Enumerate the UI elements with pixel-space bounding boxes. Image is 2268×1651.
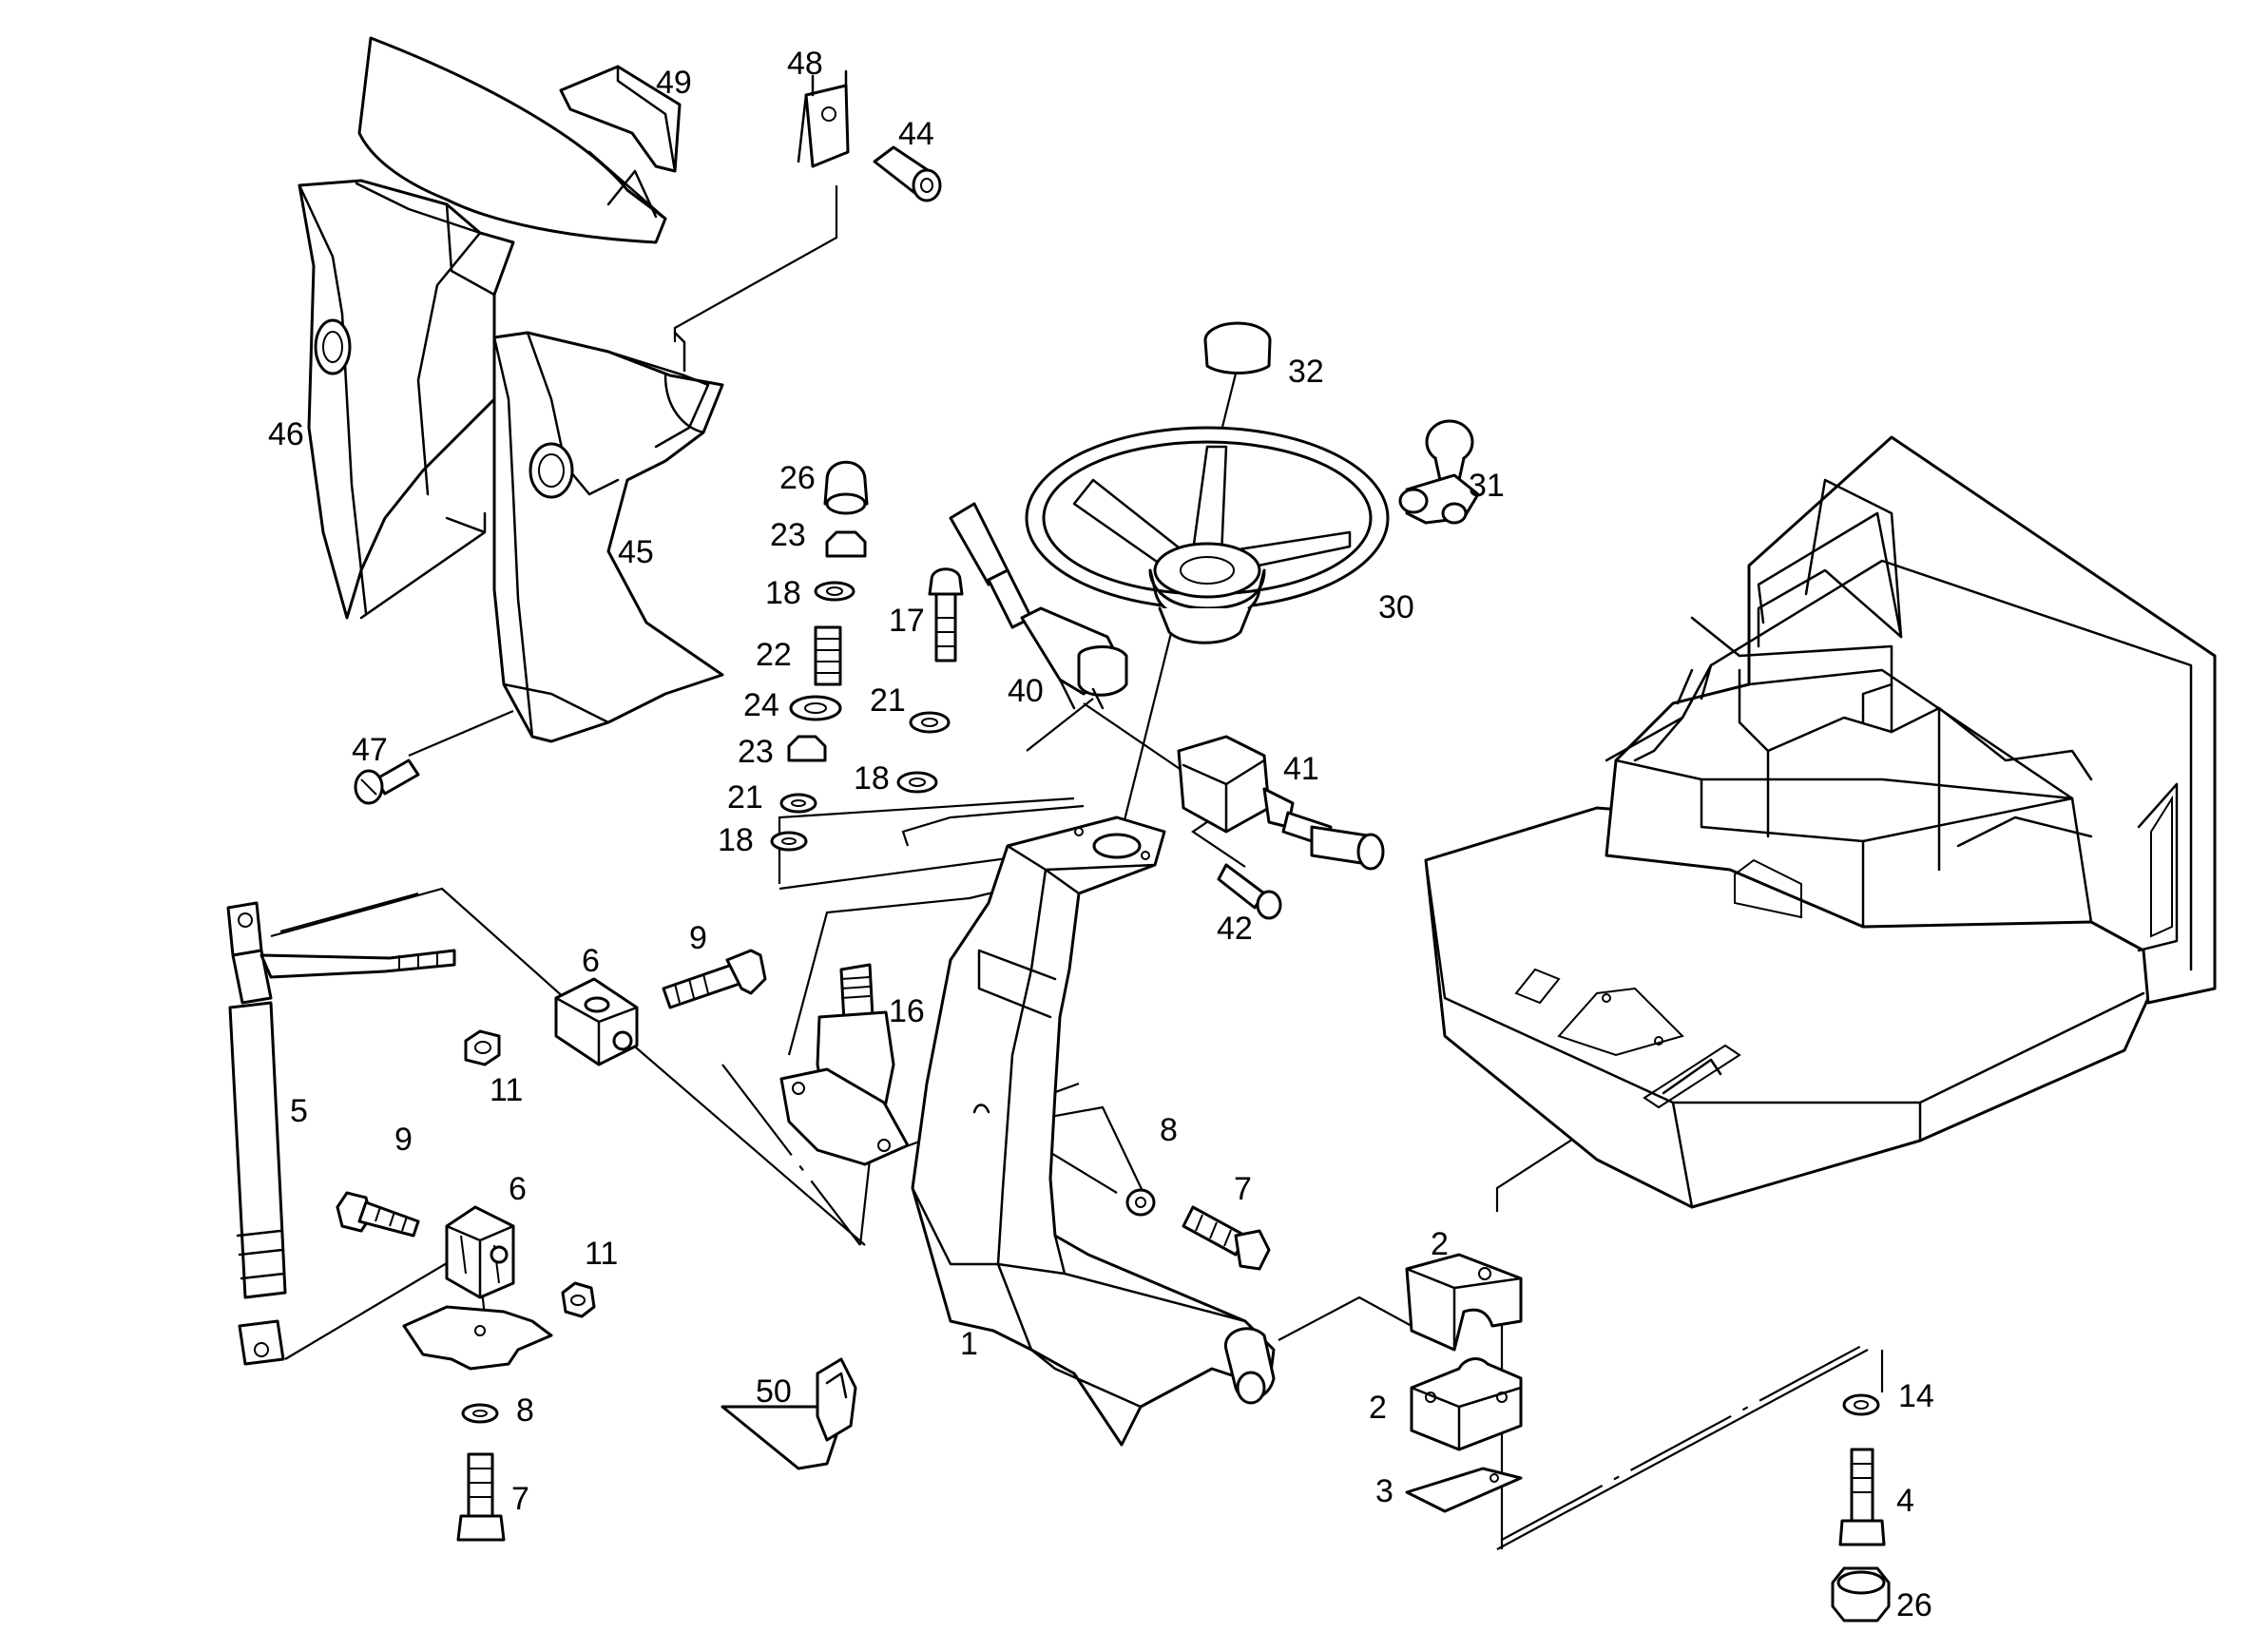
part-49-cover-cap <box>559 65 682 173</box>
callout-23a: 23 <box>770 517 806 553</box>
callout-45: 45 <box>618 534 654 570</box>
part-46-left-shroud <box>298 179 515 620</box>
part-7-lower-bolt <box>456 1452 506 1542</box>
callout-49: 49 <box>656 65 692 101</box>
hardware-stack-left <box>770 460 869 852</box>
callout-24: 24 <box>743 687 779 723</box>
part-2-upper-clamp <box>1405 1253 1523 1352</box>
callout-8b: 8 <box>516 1392 534 1429</box>
callout-7a: 7 <box>1234 1171 1252 1207</box>
callout-labels: 49 48 44 46 45 47 32 31 30 26 23 18 22 2… <box>268 46 1934 1623</box>
part-40-lever-switch <box>949 502 1128 710</box>
callout-30: 30 <box>1378 589 1414 625</box>
part-14-4-26-bolt-set <box>1831 1393 1891 1622</box>
callout-47: 47 <box>352 732 388 768</box>
callout-5: 5 <box>290 1093 308 1129</box>
part-7-upper-bolt <box>1182 1205 1271 1271</box>
part-2-lower-clamp <box>1410 1357 1523 1451</box>
part-45-right-shroud <box>492 331 724 743</box>
part-30-steering-wheel <box>1025 426 1390 644</box>
callout-26b: 26 <box>1896 1587 1932 1623</box>
part-1-steering-console <box>911 816 1276 1447</box>
part-3-shim-plate <box>1405 1467 1523 1513</box>
callout-17: 17 <box>889 603 925 639</box>
part-44-plug <box>873 145 942 202</box>
callout-26a: 26 <box>779 460 816 496</box>
part-5-gas-strut <box>226 901 456 1366</box>
callout-21b: 21 <box>870 682 906 719</box>
callout-6b: 6 <box>509 1171 527 1207</box>
callout-18a: 18 <box>765 575 801 611</box>
callout-2b: 2 <box>1369 1390 1387 1426</box>
part-9-upper-bolt <box>662 949 767 1009</box>
callout-7b: 7 <box>511 1481 529 1517</box>
callout-18b: 18 <box>718 822 754 858</box>
part-6-upper-pivot-block <box>554 977 639 1066</box>
callout-2a: 2 <box>1431 1226 1449 1262</box>
part-42-screw <box>1217 863 1282 920</box>
callout-22: 22 <box>756 637 792 673</box>
part-11-lower-nut <box>561 1281 596 1318</box>
callout-11b: 11 <box>585 1236 618 1272</box>
hardware-stack-right <box>896 567 964 794</box>
callout-42: 42 <box>1217 911 1253 947</box>
callout-18c: 18 <box>854 760 890 797</box>
callout-3: 3 <box>1375 1473 1393 1509</box>
callout-4: 4 <box>1896 1483 1914 1519</box>
part-47-screw <box>354 758 420 805</box>
part-6-lower-pivot-block <box>445 1205 515 1299</box>
callout-9b: 9 <box>394 1122 413 1158</box>
part-16-steering-valve <box>779 963 910 1166</box>
part-8-lower-washer <box>461 1403 499 1424</box>
part-upper-dashboard-cover <box>357 36 667 244</box>
machine-frame-body <box>1424 435 2217 1209</box>
callout-8a: 8 <box>1160 1112 1178 1148</box>
callout-9a: 9 <box>689 920 707 956</box>
callout-31: 31 <box>1469 468 1505 504</box>
callout-41: 41 <box>1283 751 1319 787</box>
callout-40: 40 <box>1008 673 1044 709</box>
callout-50: 50 <box>756 1373 792 1410</box>
part-32-horn-cap <box>1203 321 1272 374</box>
part-41-switch <box>1177 735 1385 871</box>
callout-1: 1 <box>960 1326 978 1362</box>
callout-11a: 11 <box>490 1072 523 1108</box>
callout-48: 48 <box>787 46 823 82</box>
callout-32: 32 <box>1288 354 1324 390</box>
part-9-lower-bolt <box>336 1191 420 1238</box>
callout-16: 16 <box>889 993 925 1029</box>
part-8-upper-washer <box>1125 1188 1156 1217</box>
callout-23b: 23 <box>738 734 774 770</box>
callout-44: 44 <box>898 116 934 152</box>
callout-14: 14 <box>1898 1378 1934 1414</box>
callout-6a: 6 <box>582 943 600 979</box>
callout-46: 46 <box>268 416 304 452</box>
part-31-spinner-knob <box>1398 419 1480 525</box>
part-lower-base-plate <box>402 1305 553 1371</box>
part-50-strap <box>721 1357 857 1470</box>
part-11-upper-nut <box>464 1029 501 1066</box>
part-48-bracket-clip <box>797 69 850 168</box>
callout-21a: 21 <box>727 779 763 816</box>
